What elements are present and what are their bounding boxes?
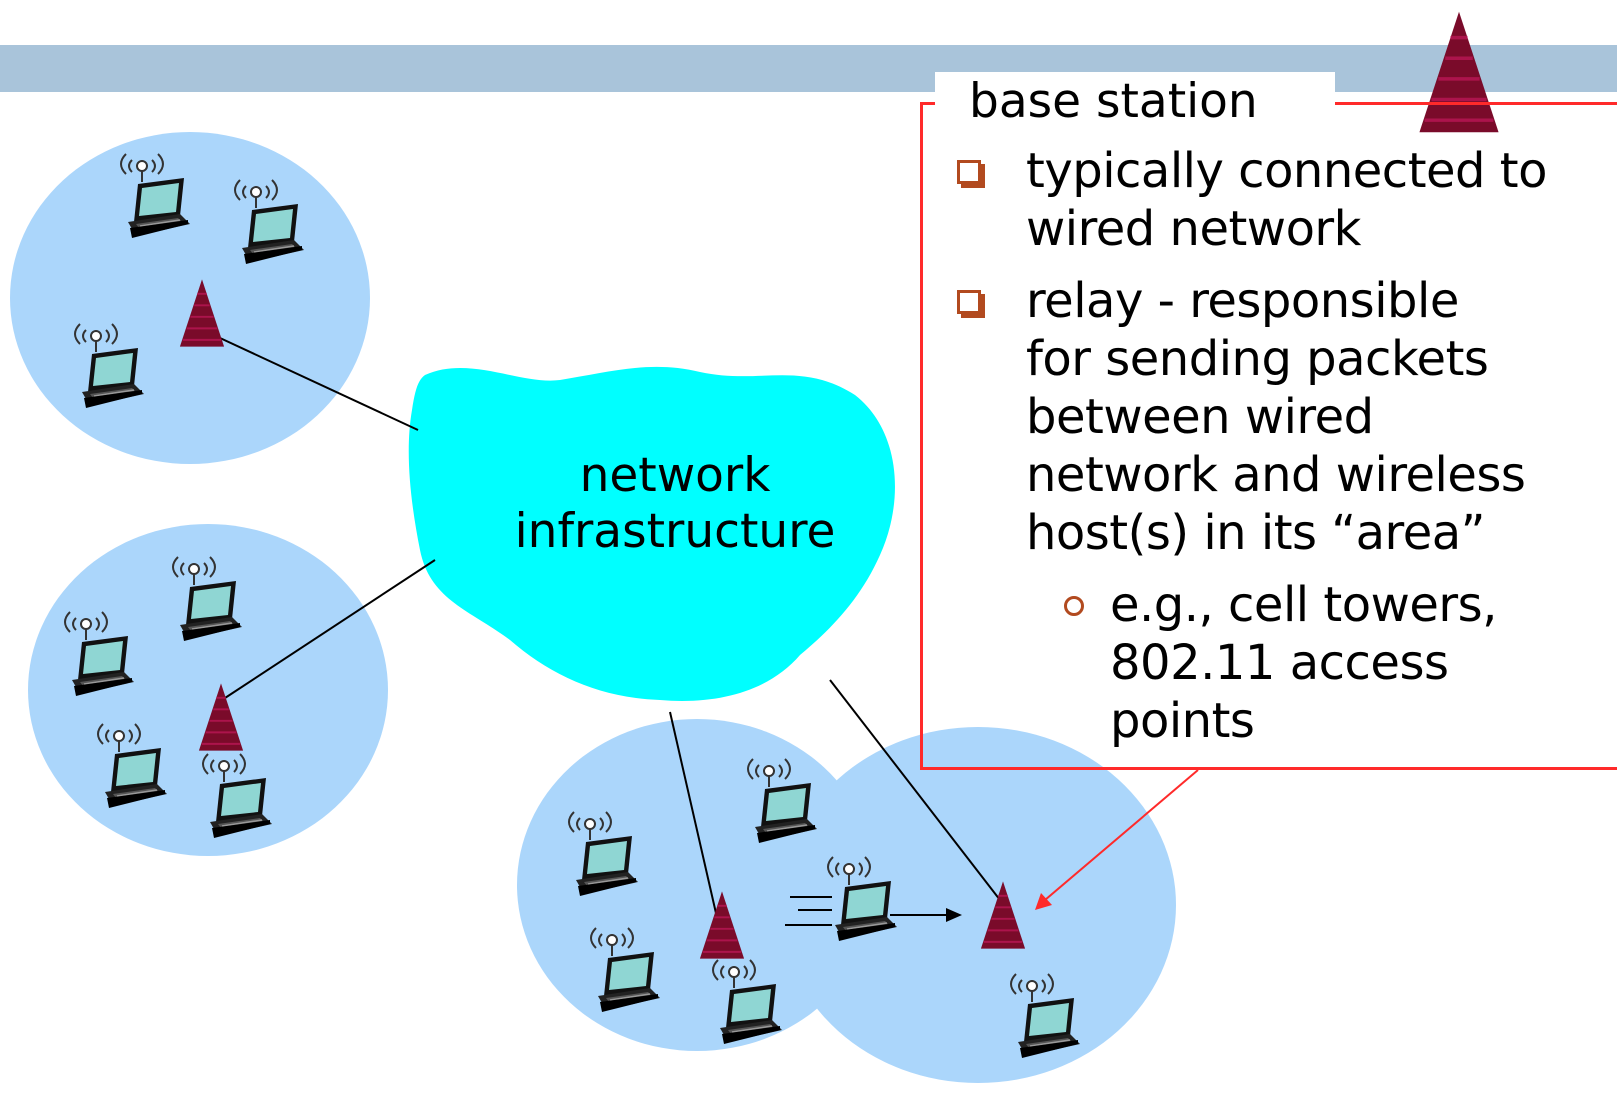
sub-bullet-icon xyxy=(1064,596,1084,616)
callout-title: base station xyxy=(935,72,1335,132)
cloud-label-line1: network xyxy=(579,448,771,503)
sub-bullet-text: 802.11 access xyxy=(1110,635,1449,691)
link-bottom-right-tower xyxy=(829,679,1001,901)
link-middle-left-tower xyxy=(224,559,436,699)
cloud-label: network infrastructure xyxy=(455,448,895,560)
bullet-text: for sending packets xyxy=(1026,331,1489,387)
movement-arrow xyxy=(890,908,962,922)
network-infrastructure-cloud xyxy=(408,366,895,701)
bullet-text: network and wireless xyxy=(1026,447,1526,503)
bullet-text: host(s) in its “area” xyxy=(1026,505,1486,561)
link-top-left-tower xyxy=(219,337,419,431)
callout-pointer-arrow xyxy=(1035,769,1199,910)
wireless-cell-bottom-right xyxy=(780,727,1176,1083)
wireless-cell-top-left xyxy=(10,132,370,464)
motion-lines-icon xyxy=(785,896,832,926)
bullet-text: typically connected to xyxy=(1026,143,1547,199)
cloud-label-line2: infrastructure xyxy=(514,504,836,559)
bullet-icon xyxy=(957,290,985,318)
bullet-icon xyxy=(957,160,985,188)
sub-bullet-text: points xyxy=(1110,693,1255,749)
link-bottom-center-tower xyxy=(669,711,719,923)
bullet-text: wired network xyxy=(1026,201,1361,257)
bullet-text: relay - responsible xyxy=(1026,273,1459,329)
bullet-text: between wired xyxy=(1026,389,1374,445)
header-bar xyxy=(0,45,1617,92)
sub-bullet-text: e.g., cell towers, xyxy=(1110,577,1497,633)
